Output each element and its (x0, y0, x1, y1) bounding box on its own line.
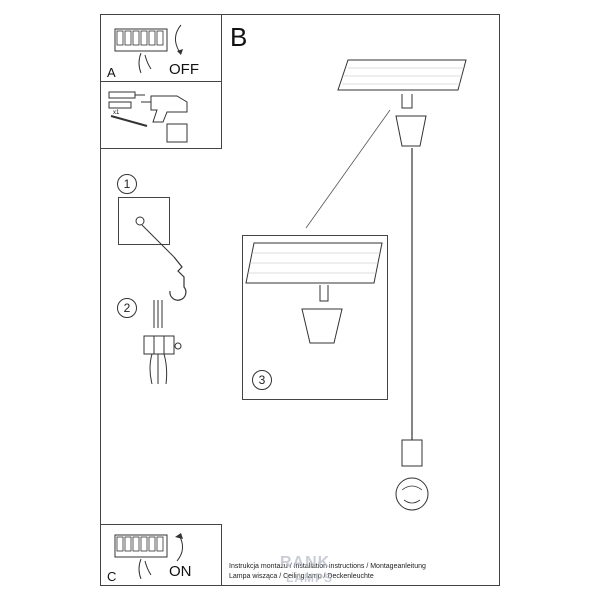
step-1-ceiling-panel (118, 197, 170, 245)
panel-a-label: A (107, 65, 116, 80)
step-1-number: 1 (117, 174, 137, 194)
section-b-label: B (230, 22, 248, 52)
wiring-illustration (143, 300, 182, 385)
panel-a: A OFF (100, 14, 222, 82)
drill-and-dowel-illustration (108, 91, 188, 143)
footer-line-1: Instrukcja montażu / Installation instru… (229, 563, 426, 570)
watermark-line-2: LAMPS (286, 571, 333, 585)
canopy-illustration (395, 94, 427, 147)
hook-illustration (135, 216, 187, 301)
panel-c: C ON (100, 524, 222, 586)
quantity-label: x1 (113, 110, 120, 116)
tools-panel: x1 (100, 81, 222, 149)
breaker-on-illustration (114, 533, 183, 580)
detail-ceiling-illustration (245, 242, 383, 344)
on-label: ON (169, 563, 192, 580)
watermark-line-1: RANK (280, 554, 331, 571)
breaker-off-illustration (114, 24, 183, 74)
off-label: OFF (169, 61, 199, 78)
footer-line-2: Lampa wisząca / Ceiling lamp / Deckenleu… (229, 573, 374, 580)
detail-callout-line (305, 109, 391, 229)
step-2-number: 2 (117, 298, 137, 318)
step-3-number: 3 (252, 370, 272, 390)
pendant-cord-and-bulb (395, 148, 429, 511)
panel-c-label: C (107, 569, 117, 584)
ceiling-plate-illustration (337, 59, 467, 91)
